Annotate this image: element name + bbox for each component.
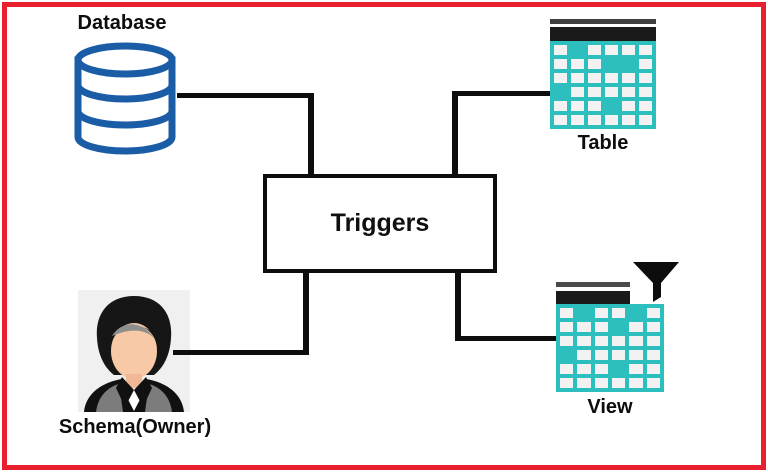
grid-cell <box>612 364 625 374</box>
grid-cell <box>594 350 608 360</box>
grid-cell <box>577 322 591 332</box>
grid-cell <box>571 59 584 69</box>
database-cylinder-icon <box>74 42 176 155</box>
grid-cell <box>639 45 652 55</box>
grid-cell <box>588 115 601 125</box>
grid-cell <box>611 378 626 388</box>
grid-cell <box>646 364 660 374</box>
grid-cell <box>629 336 643 346</box>
grid-cell <box>571 45 584 55</box>
connector-table-vertical <box>452 91 458 176</box>
grid-cell <box>560 364 574 374</box>
grid-cell <box>588 101 601 111</box>
grid-cell <box>622 45 635 55</box>
grid-cell <box>577 336 591 346</box>
grid-cell <box>554 87 567 97</box>
grid-cell <box>577 378 591 388</box>
triggers-box: Triggers <box>263 174 497 273</box>
grid-cell <box>594 364 608 374</box>
grid-cell <box>577 350 591 360</box>
grid-cell <box>646 350 660 360</box>
view-top-bar <box>556 282 630 287</box>
connector-view-horizontal <box>455 336 559 341</box>
connector-database-vertical <box>308 93 314 176</box>
grid-cell <box>646 322 660 332</box>
filter-funnel-icon <box>633 262 679 302</box>
grid-cell <box>588 73 601 83</box>
grid-cell <box>646 308 660 318</box>
connector-schema-horizontal <box>173 350 309 355</box>
table-top-bar <box>550 19 656 24</box>
grid-cell <box>646 378 660 388</box>
grid-cell <box>611 308 626 318</box>
grid-cell <box>605 101 618 111</box>
table-header-bar <box>550 27 656 41</box>
grid-cell <box>622 87 635 97</box>
grid-cell <box>639 59 652 69</box>
grid-cell <box>622 101 635 111</box>
connector-table-horizontal <box>452 91 552 96</box>
grid-cell <box>639 87 652 97</box>
grid-cell <box>629 350 643 360</box>
grid-cell <box>554 59 567 69</box>
grid-cell <box>612 322 625 332</box>
grid-cell <box>611 336 626 346</box>
grid-cell <box>639 115 652 125</box>
grid-cell <box>577 364 591 374</box>
grid-cell <box>594 322 608 332</box>
grid-cell <box>605 87 618 97</box>
grid-cell <box>629 322 643 332</box>
grid-cell <box>577 308 590 318</box>
grid-cell <box>622 59 635 69</box>
grid-cell <box>588 45 601 55</box>
grid-cell <box>560 350 573 360</box>
grid-cell <box>571 87 584 97</box>
grid-cell <box>560 336 574 346</box>
table-label: Table <box>577 132 629 154</box>
grid-cell <box>639 101 652 111</box>
grid-cell <box>605 59 618 69</box>
view-header-bars <box>556 282 630 304</box>
grid-cell <box>560 322 574 332</box>
grid-cell <box>554 73 567 83</box>
grid-cell <box>629 378 643 388</box>
connector-database-horizontal <box>177 93 313 98</box>
grid-cell <box>646 336 660 346</box>
schema-owner-label: Schema(Owner) <box>58 416 212 438</box>
grid-cell <box>622 73 635 83</box>
grid-cell <box>571 115 584 125</box>
grid-cell <box>629 364 643 374</box>
grid-cell <box>594 308 608 318</box>
grid-cell <box>594 378 608 388</box>
connector-view-vertical <box>455 271 461 341</box>
table-grid <box>550 41 656 129</box>
grid-cell <box>629 308 642 318</box>
grid-cell <box>588 59 601 69</box>
grid-cell <box>560 378 574 388</box>
connector-schema-vertical <box>303 271 309 355</box>
view-label: View <box>587 396 633 418</box>
grid-cell <box>611 350 626 360</box>
grid-cell <box>605 115 618 125</box>
database-label: Database <box>77 12 167 34</box>
grid-cell <box>554 45 567 55</box>
table-icon <box>550 19 656 129</box>
grid-cell <box>639 73 652 83</box>
grid-cell <box>588 87 601 97</box>
grid-cell <box>554 115 567 125</box>
grid-cell <box>571 73 584 83</box>
grid-cell <box>605 45 618 55</box>
view-icon <box>556 304 664 392</box>
grid-cell <box>571 101 584 111</box>
grid-cell <box>622 115 635 125</box>
grid-cell <box>594 336 608 346</box>
person-avatar-icon <box>78 290 190 412</box>
view-grid <box>556 304 664 392</box>
view-header-bar <box>556 291 630 304</box>
grid-cell <box>605 73 618 83</box>
grid-cell <box>560 308 574 318</box>
triggers-label: Triggers <box>330 209 430 237</box>
grid-cell <box>554 101 567 111</box>
